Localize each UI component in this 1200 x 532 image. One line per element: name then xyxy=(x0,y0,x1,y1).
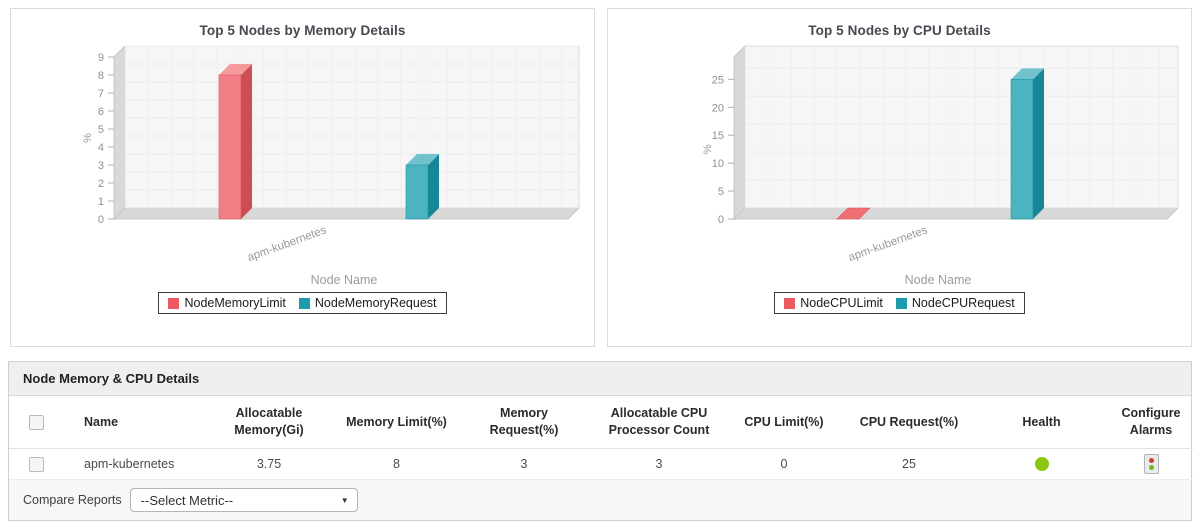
y-tick-label: 20 xyxy=(712,102,724,114)
section-title: Node Memory & CPU Details xyxy=(9,362,1191,396)
legend-swatch-icon xyxy=(784,297,796,309)
select-all-checkbox[interactable] xyxy=(29,414,44,430)
memory-chart-panel: Top 5 Nodes by Memory Details 0 1 2 3 4 5 6 7 8 9… xyxy=(10,8,595,347)
legend-item: NodeCPULimit xyxy=(784,296,883,310)
legend-item: NodeCPURequest xyxy=(895,296,1015,310)
y-tick-label: 5 xyxy=(98,124,104,136)
col-name: Name xyxy=(64,396,199,449)
col-cpu-request: CPU Request(%) xyxy=(844,396,974,449)
compare-reports-label: Compare Reports xyxy=(23,493,122,507)
y-tick-label: 0 xyxy=(718,214,724,226)
node-name-cell: apm-kubernetes xyxy=(64,448,199,480)
col-allocatable-memory: Allocatable Memory(Gi) xyxy=(199,396,339,449)
node-details-section: Node Memory & CPU Details Name Allocatab… xyxy=(8,361,1193,521)
y-tick-label: 10 xyxy=(712,158,724,170)
legend-swatch-icon xyxy=(168,297,180,309)
dropdown-caret-icon: ▼ xyxy=(340,495,349,505)
charts-row: Top 5 Nodes by Memory Details 0 1 2 3 4 5 6 7 8 9… xyxy=(10,8,1192,347)
header-row: Name Allocatable Memory(Gi) Memory Limit… xyxy=(9,396,1193,449)
y-tick-label: 4 xyxy=(98,142,104,154)
y-tick-label: 3 xyxy=(98,160,104,172)
legend-item: NodeMemoryRequest xyxy=(298,296,437,310)
table-footer: Compare Reports --Select Metric-- ▼ xyxy=(9,480,1191,520)
legend-label: NodeCPURequest xyxy=(911,296,1015,310)
allocatable-cpu-cell: 3 xyxy=(594,448,724,480)
y-axis: 0 5 10 15 20 25 xyxy=(712,74,734,226)
memory-request-cell: 3 xyxy=(454,448,594,480)
bar-NodeMemoryLimit xyxy=(218,64,252,220)
legend-box: NodeMemoryLimit NodeMemoryRequest xyxy=(158,292,447,314)
legend-label: NodeMemoryRequest xyxy=(314,296,437,310)
col-health: Health xyxy=(974,396,1109,449)
y-tick-label: 15 xyxy=(712,130,724,142)
table-row: apm-kubernetes 3.75 8 3 3 0 25 xyxy=(9,448,1193,480)
x-category-label: apm-kubernetes xyxy=(246,224,328,264)
chart-floor xyxy=(732,207,1180,220)
x-category-label: apm-kubernetes xyxy=(847,224,929,264)
y-axis-title: % xyxy=(82,133,94,143)
legend-swatch-icon xyxy=(298,297,310,309)
y-axis-title: % xyxy=(702,144,714,154)
plot-area xyxy=(124,45,580,209)
col-allocatable-cpu: Allocatable CPU Processor Count xyxy=(594,396,724,449)
y-tick-label: 5 xyxy=(718,186,724,198)
legend-item: NodeMemoryLimit xyxy=(168,296,286,310)
bar-NodeCPULimit xyxy=(836,207,871,220)
y-tick-label: 9 xyxy=(98,52,104,64)
y-axis: 0 1 2 3 4 5 6 7 8 9 xyxy=(98,52,114,226)
legend-label: NodeMemoryLimit xyxy=(184,296,286,310)
legend-box: NodeCPULimit NodeCPURequest xyxy=(774,292,1025,314)
cpu-chart-title: Top 5 Nodes by CPU Details xyxy=(808,23,991,38)
y-tick-label: 8 xyxy=(98,70,104,82)
col-memory-request: Memory Request(%) xyxy=(454,396,594,449)
grid xyxy=(745,46,1178,208)
plot-area xyxy=(744,45,1179,209)
cpu-limit-cell: 0 xyxy=(724,448,844,480)
configure-alarms-icon[interactable] xyxy=(1143,454,1159,474)
node-details-table: Name Allocatable Memory(Gi) Memory Limit… xyxy=(9,396,1193,480)
row-checkbox[interactable] xyxy=(29,456,44,472)
y-tick-label: 7 xyxy=(98,88,104,100)
bar-NodeMemoryRequest xyxy=(405,154,439,220)
legend-label: NodeCPULimit xyxy=(800,296,883,310)
alarm-green-dot xyxy=(1148,465,1154,470)
y-tick-label: 25 xyxy=(712,74,724,86)
x-axis-title: Node Name xyxy=(311,273,378,287)
y-tick-label: 2 xyxy=(98,178,104,190)
col-memory-limit: Memory Limit(%) xyxy=(339,396,454,449)
y-tick-label: 6 xyxy=(98,106,104,118)
chart-left-wall xyxy=(113,44,126,221)
alarm-red-dot xyxy=(1148,458,1154,463)
chart-floor xyxy=(112,207,581,220)
col-cpu-limit: CPU Limit(%) xyxy=(724,396,844,449)
legend-swatch-icon xyxy=(895,297,907,309)
memory-chart-legend: NodeMemoryLimit NodeMemoryRequest xyxy=(11,292,594,314)
cpu-request-cell: 25 xyxy=(844,448,974,480)
cpu-chart-legend: NodeCPULimit NodeCPURequest xyxy=(608,292,1191,314)
y-tick-label: 1 xyxy=(98,196,104,208)
bar-NodeCPURequest xyxy=(1010,68,1044,220)
col-configure-alarms: Configure Alarms xyxy=(1109,396,1193,449)
memory-chart-title: Top 5 Nodes by Memory Details xyxy=(199,23,406,38)
memory-limit-cell: 8 xyxy=(339,448,454,480)
y-tick-label: 0 xyxy=(98,214,104,226)
metric-select-value: --Select Metric-- xyxy=(140,492,234,508)
x-axis-title: Node Name xyxy=(905,273,972,287)
allocatable-memory-cell: 3.75 xyxy=(199,448,339,480)
cpu-chart-panel: Top 5 Nodes by CPU Details 0 5 10 15 20 25% ap… xyxy=(607,8,1192,347)
chart-left-wall xyxy=(733,44,746,221)
health-status-icon xyxy=(1034,457,1049,472)
metric-select[interactable]: --Select Metric-- ▼ xyxy=(129,488,358,512)
